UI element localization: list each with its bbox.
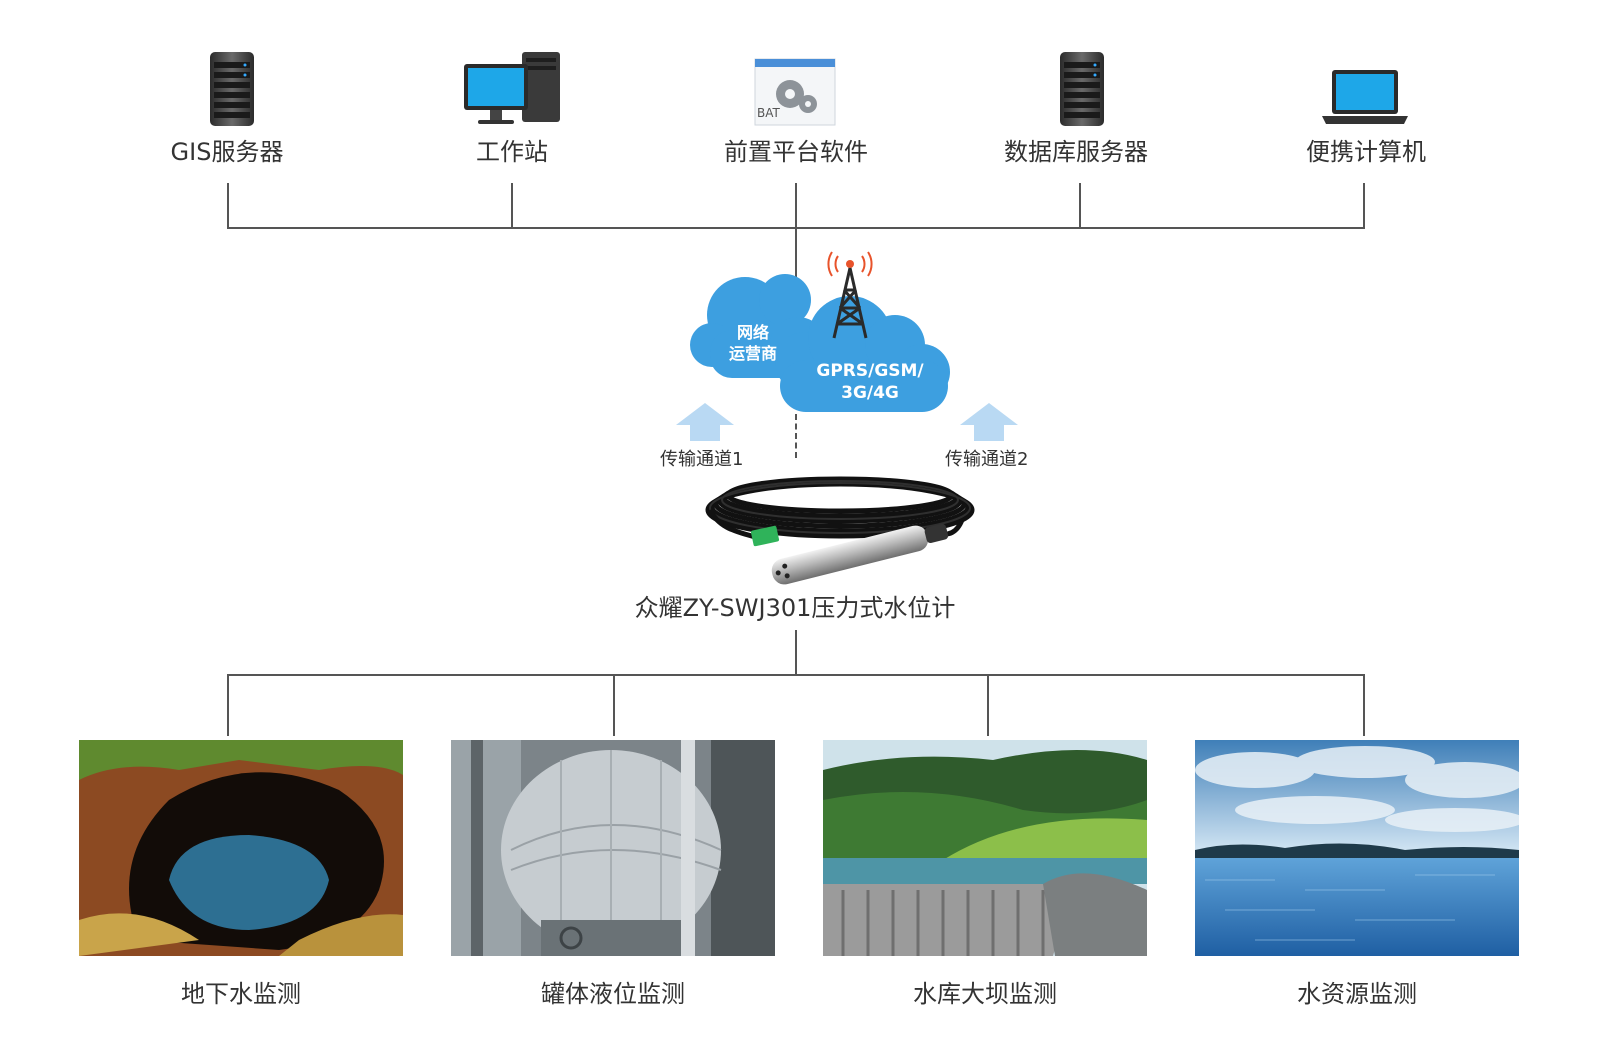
top-node-database-server <box>1057 50 1107 130</box>
bottom-trunk-line <box>795 630 797 676</box>
application-label: 地下水监测 <box>181 980 301 1008</box>
top-node-label: 前置平台软件 <box>724 138 868 166</box>
dashed-link <box>795 414 797 458</box>
top-drop-3 <box>795 183 797 277</box>
top-drop-5 <box>1363 183 1365 229</box>
application-label: 水资源监测 <box>1297 980 1417 1008</box>
channel-1-label: 传输通道1 <box>660 449 744 470</box>
cloud-right-line-1: GPRS/GSM/ <box>816 361 924 381</box>
top-node-software: BAT <box>754 58 836 126</box>
workstation-icon <box>464 52 560 124</box>
tank-photo <box>451 740 775 956</box>
software-window-icon <box>754 58 836 126</box>
upload-arrow-icon-1 <box>676 403 734 441</box>
bottom-drop-3 <box>987 674 989 736</box>
water-level-sensor-image <box>705 476 975 585</box>
top-drop-4 <box>1079 183 1081 229</box>
top-node-laptop <box>1320 68 1410 128</box>
cloud-right-shape <box>775 296 950 412</box>
server-icon <box>210 52 254 126</box>
bottom-bus-line <box>227 674 1365 676</box>
upload-arrow-icon-2 <box>960 403 1018 441</box>
software-icon-text: BAT <box>757 106 780 120</box>
channel-2-label: 传输通道2 <box>945 449 1029 470</box>
bottom-drop-1 <box>227 674 229 736</box>
device-label: 众耀ZY-SWJ301压力式水位计 <box>634 594 956 622</box>
cloud-right-line-2: 3G/4G <box>841 383 899 403</box>
top-drop-1 <box>227 183 229 229</box>
cloud-left-line-2: 运营商 <box>728 344 777 363</box>
water-resource-photo <box>1195 740 1519 956</box>
network-clouds <box>690 274 950 412</box>
top-node-label: 数据库服务器 <box>1004 138 1148 166</box>
top-node-label: 便携计算机 <box>1306 138 1426 166</box>
application-label: 水库大坝监测 <box>913 980 1057 1008</box>
bottom-drop-2 <box>613 674 615 736</box>
server-icon <box>1060 52 1104 126</box>
groundwater-photo <box>79 740 403 956</box>
dam-photo <box>823 740 1147 956</box>
signal-tower-icon <box>827 251 873 339</box>
top-node-gis-server <box>207 50 257 130</box>
top-drop-2 <box>511 183 513 229</box>
laptop-icon <box>1322 70 1408 124</box>
top-node-workstation <box>464 50 564 130</box>
top-node-label: GIS服务器 <box>170 138 284 166</box>
application-label: 罐体液位监测 <box>541 980 685 1008</box>
top-node-label: 工作站 <box>476 138 548 166</box>
cloud-left-line-1: 网络 <box>736 323 769 342</box>
bottom-drop-4 <box>1363 674 1365 736</box>
